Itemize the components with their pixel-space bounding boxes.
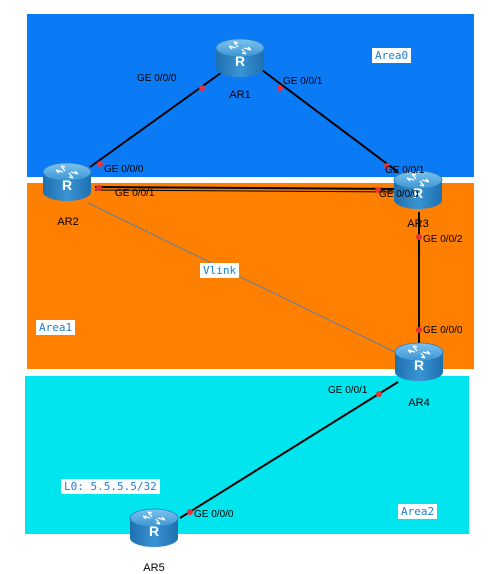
iface-ar4-ge001: GE 0/0/1 [328,385,368,396]
port-dot [199,85,205,91]
router-ar4-label: AR4 [408,397,429,409]
iface-ar3-ge002: GE 0/0/2 [423,234,463,245]
iface-ar2-ge001: GE 0/0/1 [115,188,155,199]
router-ar5-label: AR5 [143,562,164,574]
area1-zone [27,183,474,369]
vlink-label: Vlink [200,263,240,278]
port-dot [416,234,422,240]
port-dot [277,85,283,91]
loopback-label: L0: 5.5.5.5/32 [61,479,160,494]
iface-ar5-ge000: GE 0/0/0 [194,509,234,520]
iface-ar1-ge000: GE 0/0/0 [137,73,177,84]
router-ar1-icon[interactable] [215,38,265,78]
link-ar2-ar3-lower [94,189,401,193]
iface-ar3-ge001: GE 0/0/1 [385,165,425,176]
area2-zone [25,376,469,534]
area2-label: Area2 [398,504,438,519]
router-ar2-label: AR2 [57,216,78,228]
iface-ar3-ge000: GE 0/0/0 [379,189,419,200]
vlink-line [87,202,396,353]
iface-ar1-ge001: GE 0/0/1 [283,76,323,87]
area0-label: Area0 [372,48,412,63]
link-ar1-ar3 [261,69,399,173]
link-ar2-ar3-upper [94,186,401,190]
area1-label: Area1 [36,320,76,335]
port-dot [376,391,382,397]
router-ar2-icon[interactable] [42,162,92,202]
iface-ar4-ge000: GE 0/0/0 [423,325,463,336]
port-dot [97,161,103,167]
port-dot [375,187,381,193]
port-dot [384,163,390,169]
port-dot [96,185,102,191]
link-ar4-ar5 [179,381,399,519]
link-ar1-ar2 [89,69,226,168]
port-dot [187,509,193,515]
iface-ar2-ge000: GE 0/0/0 [104,164,144,175]
router-ar3-label: AR3 [407,218,428,230]
port-dot [416,327,422,333]
router-ar4-icon[interactable] [394,342,444,382]
router-ar5-icon[interactable] [129,508,179,548]
router-ar1-label: AR1 [229,89,250,101]
